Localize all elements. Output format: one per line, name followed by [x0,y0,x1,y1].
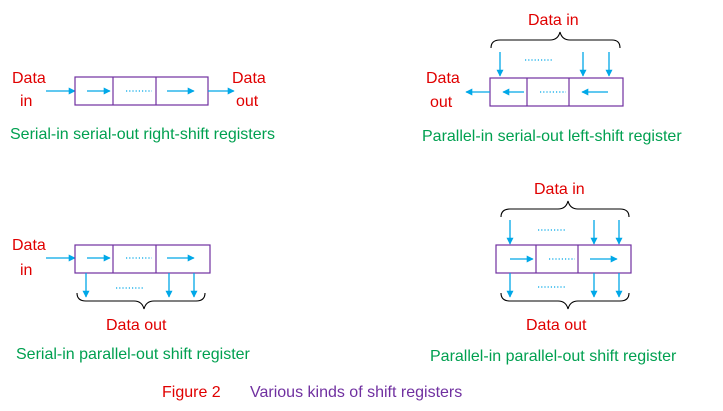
diagram-piso-left-shift: Data in Data out Parallel-in serial-out … [422,12,682,145]
diagram-pipo: Data in Data out Parallel-in parallel-ou… [430,181,677,365]
piso-parallel-input-label: Data in [528,12,579,29]
sipo-parallel-output-label: Data out [106,317,167,334]
pipo-parallel-output-label: Data out [526,317,587,334]
siso-input-label-line2: in [20,93,32,110]
pipo-parallel-input-label: Data in [534,181,585,198]
figure-title: Various kinds of shift registers [250,384,462,401]
siso-input-label-line1: Data [12,70,46,87]
piso-caption: Parallel-in serial-out left-shift regist… [422,128,682,145]
piso-input-brace [490,31,621,49]
diagram-siso-right-shift: Data in Data out Serial-in serial-out ri… [10,70,275,143]
sipo-caption: Serial-in parallel-out shift register [16,346,251,363]
pipo-output-brace [500,292,630,310]
sipo-output-brace [76,292,206,310]
pipo-register-outline [495,244,632,274]
figure-number: Figure 2 [162,384,221,401]
pipo-input-brace [500,200,630,218]
siso-output-label-line1: Data [232,70,266,87]
sipo-register-outline [74,244,211,274]
sipo-input-label-line2: in [20,262,32,279]
siso-caption: Serial-in serial-out right-shift registe… [10,126,275,143]
piso-output-label-line2: out [430,94,453,111]
diagram-sipo: Data in Data out Serial-in parallel-out … [12,237,251,363]
figure-caption: Figure 2 Various kinds of shift register… [162,384,462,401]
siso-output-label-line2: out [236,93,259,110]
pipo-caption: Parallel-in parallel-out shift register [430,348,677,365]
sipo-input-label-line1: Data [12,237,46,254]
piso-output-label-line1: Data [426,70,460,87]
